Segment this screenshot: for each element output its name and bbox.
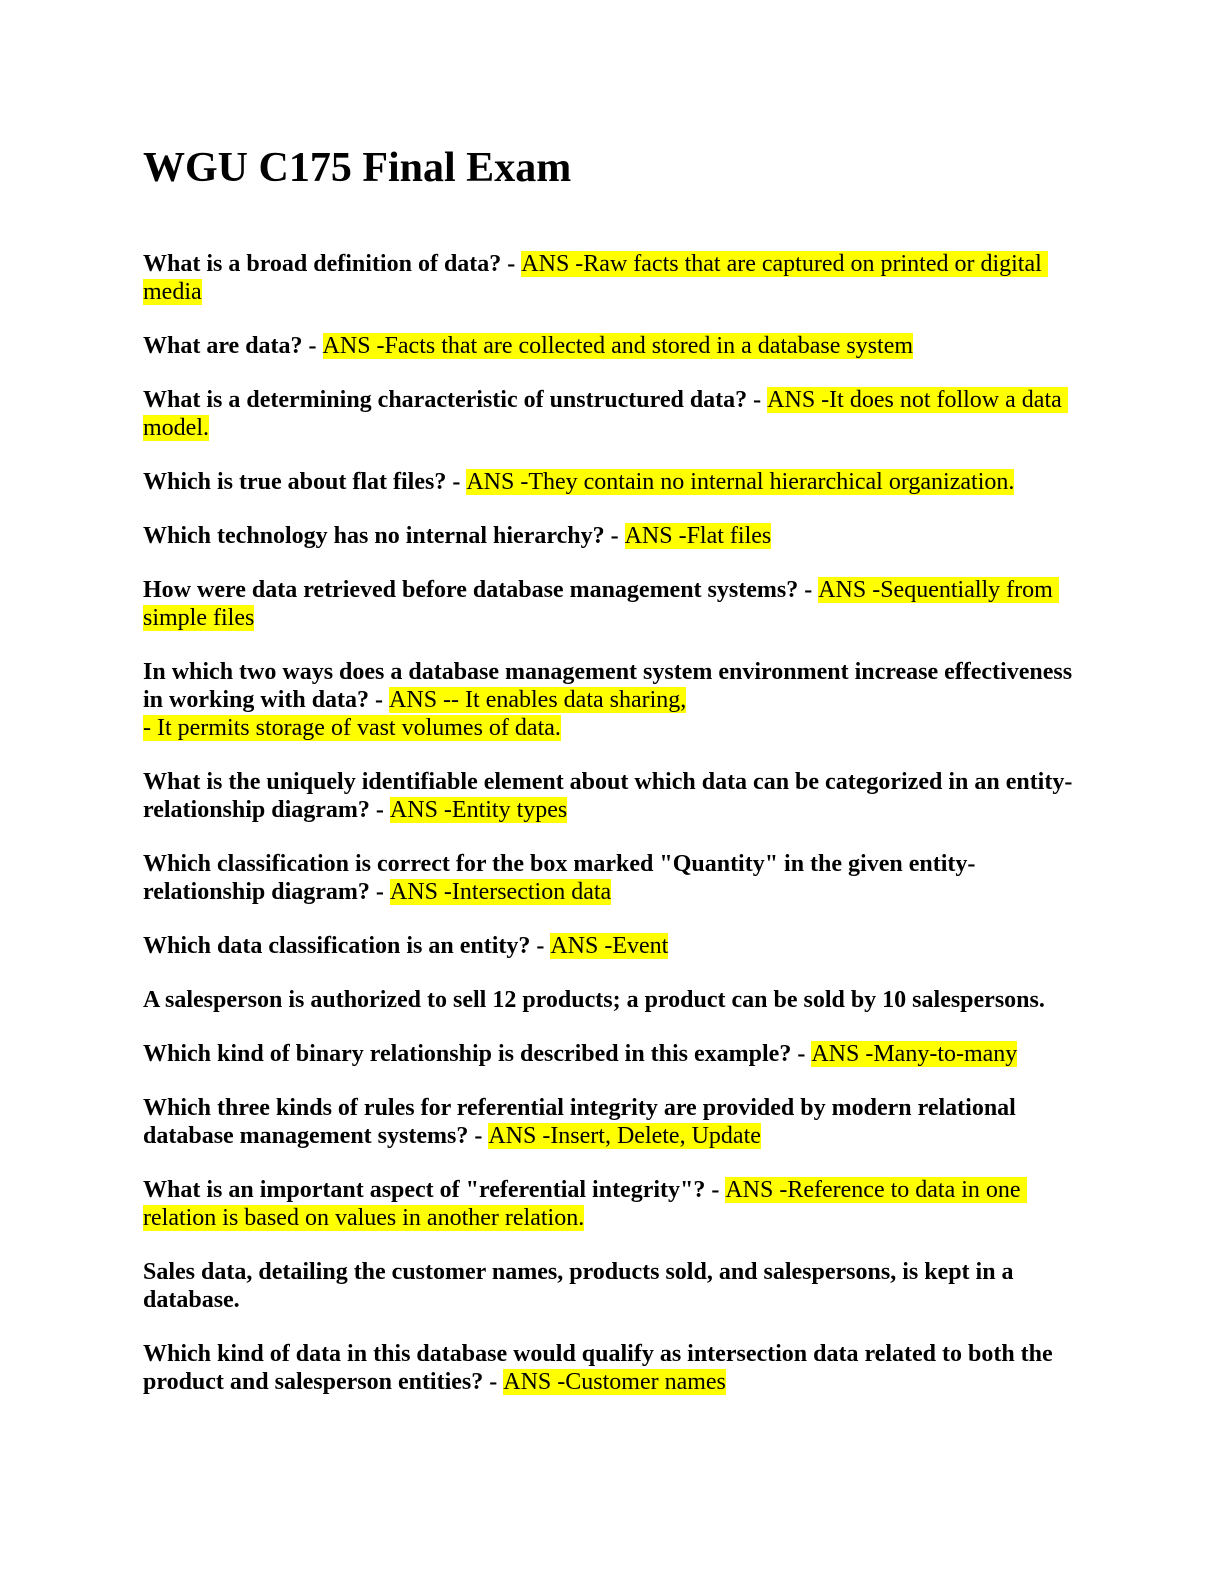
- statement-text: A salesperson is authorized to sell 12 p…: [143, 987, 1045, 1013]
- question-text: What is an important aspect of "referent…: [143, 1177, 726, 1203]
- question-text: What is the uniquely identifiable elemen…: [143, 769, 1073, 823]
- qa-paragraph: Which kind of data in this database woul…: [143, 1340, 1080, 1396]
- qa-paragraph: What is a determining characteristic of …: [143, 386, 1080, 442]
- qa-paragraph: In which two ways does a database manage…: [143, 658, 1080, 742]
- statement-text: Sales data, detailing the customer names…: [143, 1259, 1014, 1313]
- question-text: Which three kinds of rules for referenti…: [143, 1095, 1016, 1149]
- qa-paragraph: What is an important aspect of "referent…: [143, 1176, 1080, 1232]
- answer-highlight: ANS -Insert, Delete, Update: [488, 1123, 761, 1149]
- qa-paragraph: Which data classification is an entity? …: [143, 932, 1080, 960]
- question-text: Which kind of data in this database woul…: [143, 1341, 1053, 1395]
- document-content: WGU C175 Final Exam What is a broad defi…: [143, 0, 1080, 1422]
- answer-highlight: ANS -Flat files: [624, 523, 772, 549]
- statement-paragraph: Sales data, detailing the customer names…: [143, 1258, 1080, 1314]
- answer-highlight: ANS -Many-to-many: [811, 1041, 1018, 1067]
- answer-highlight: ANS -Event: [550, 933, 669, 959]
- qa-paragraph: Which three kinds of rules for referenti…: [143, 1094, 1080, 1150]
- question-text: What is a broad definition of data? -: [143, 251, 522, 277]
- qa-paragraph: Which kind of binary relationship is des…: [143, 1040, 1080, 1068]
- page-title: WGU C175 Final Exam: [143, 145, 572, 191]
- question-text: What are data? -: [143, 333, 323, 359]
- answer-highlight: ANS -Facts that are collected and stored…: [322, 333, 914, 359]
- question-text: What is a determining characteristic of …: [143, 387, 768, 413]
- question-text: Which classification is correct for the …: [143, 851, 976, 905]
- qa-paragraph: Which is true about flat files? - ANS -T…: [143, 468, 1080, 496]
- question-text: In which two ways does a database manage…: [143, 659, 1073, 713]
- qa-paragraph: How were data retrieved before database …: [143, 576, 1080, 632]
- answer-highlight: ANS -They contain no internal hierarchic…: [466, 469, 1015, 495]
- answer-highlight: ANS -Intersection data: [389, 879, 612, 905]
- qa-paragraph: Which classification is correct for the …: [143, 850, 1080, 906]
- qa-paragraph: What are data? - ANS -Facts that are col…: [143, 332, 1080, 360]
- answer-highlight: ANS -Entity types: [389, 797, 568, 823]
- answer-highlight: ANS -Customer names: [503, 1369, 726, 1395]
- question-text: Which data classification is an entity? …: [143, 933, 551, 959]
- statement-paragraph: A salesperson is authorized to sell 12 p…: [143, 986, 1080, 1014]
- question-text: Which is true about flat files? -: [143, 469, 467, 495]
- question-text: How were data retrieved before database …: [143, 577, 819, 603]
- qa-paragraph: What is the uniquely identifiable elemen…: [143, 768, 1080, 824]
- question-text: Which technology has no internal hierarc…: [143, 523, 625, 549]
- question-text: Which kind of binary relationship is des…: [143, 1041, 812, 1067]
- qa-paragraph: What is a broad definition of data? - AN…: [143, 250, 1080, 306]
- qa-paragraph: Which technology has no internal hierarc…: [143, 522, 1080, 550]
